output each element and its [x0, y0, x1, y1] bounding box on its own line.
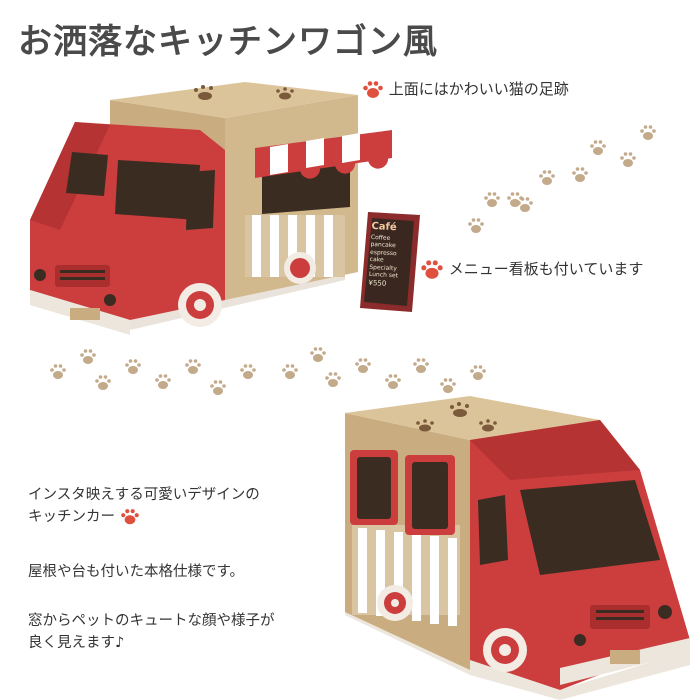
paw-icon [363, 80, 383, 98]
paw-icon [421, 259, 443, 279]
page-title: お洒落なキッチンワゴン風 [18, 22, 438, 62]
description-line: キッチンカー [28, 509, 115, 526]
paw-icon [120, 509, 139, 525]
description-line: インスタ映えする可愛いデザインの [28, 487, 260, 503]
description-block-2: 窓からペットのキュートな顔や様子が 良く見えます♪ [28, 610, 275, 655]
description-line: 窓からペットのキュートな顔や様子が [28, 613, 275, 629]
caption-menu-board-text: メニュー看板も付いています [448, 260, 644, 278]
caption-top-paw-text: 上面にはかわいい猫の足跡 [388, 80, 569, 98]
description-line-with-paw: キッチンカー [28, 506, 260, 528]
description-line: 良く見えます♪ [28, 635, 125, 652]
caption-menu-board: メニュー看板も付いています [420, 258, 643, 281]
caption-top-paw: 上面にはかわいい猫の足跡 [362, 78, 569, 100]
description-block: インスタ映えする可愛いデザインの キッチンカー [28, 484, 260, 529]
description-line: 屋根や台も付いた本格仕様です。 [28, 564, 245, 580]
